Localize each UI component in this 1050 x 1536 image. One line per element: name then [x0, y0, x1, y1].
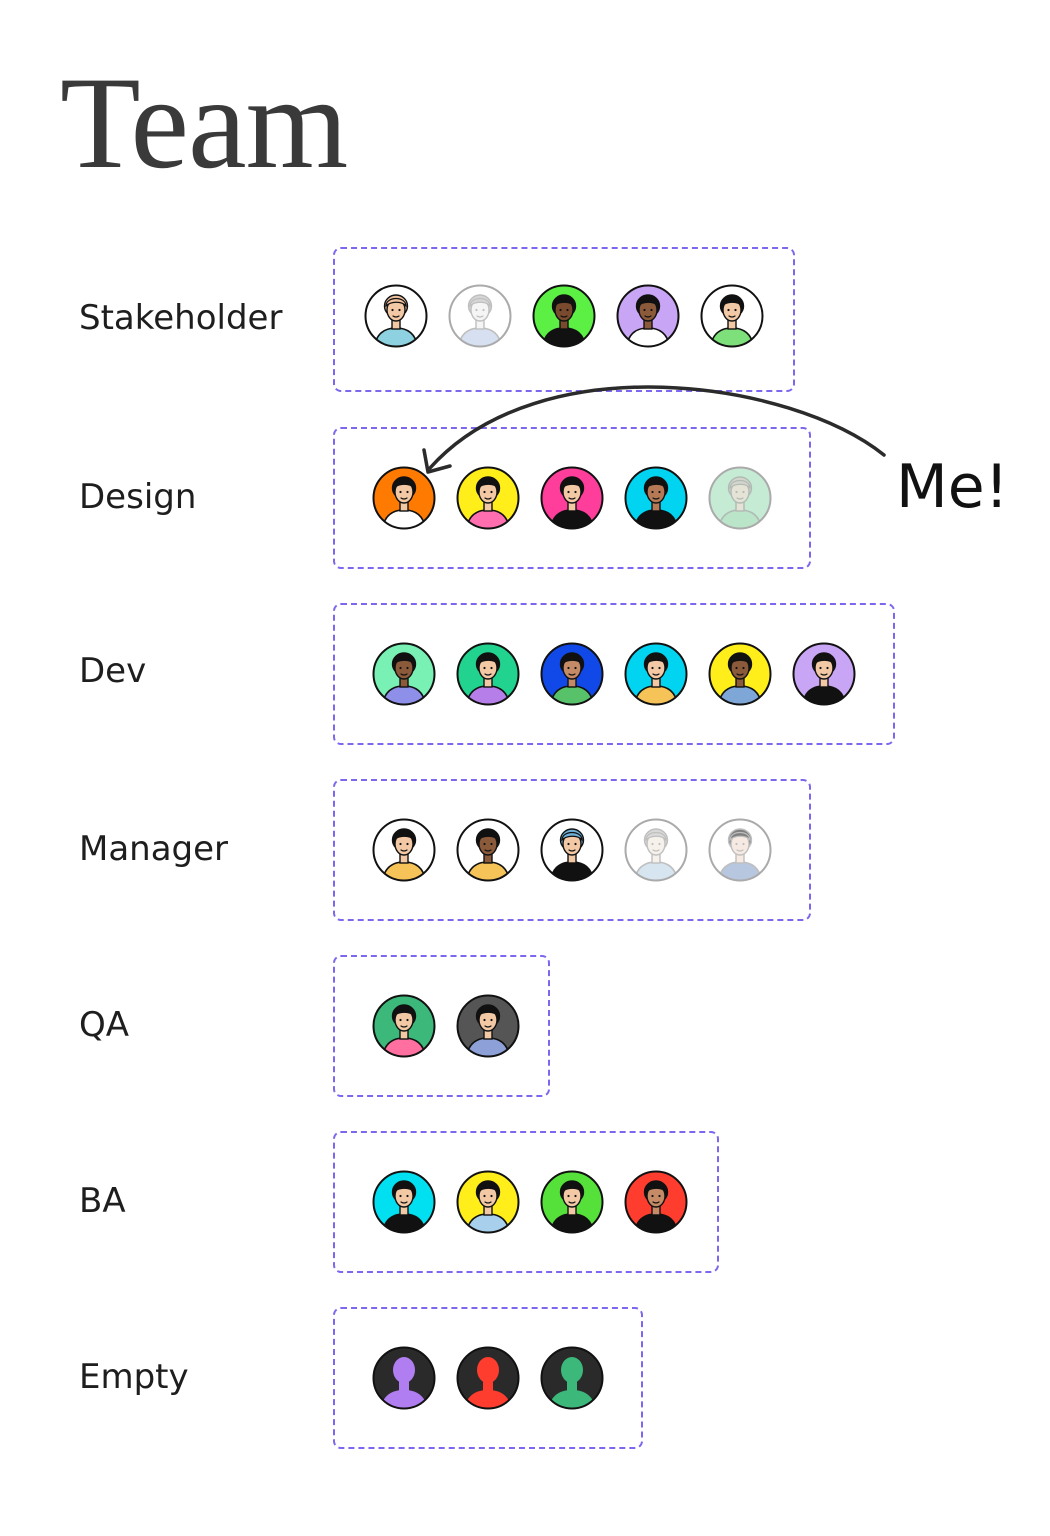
- person-avatar[interactable]: [540, 642, 604, 706]
- person-avatar[interactable]: [456, 1170, 520, 1234]
- silhouette-avatar[interactable]: [372, 1346, 436, 1410]
- person-avatar[interactable]: [708, 466, 772, 530]
- person-avatar[interactable]: [540, 818, 604, 882]
- person-avatar[interactable]: [624, 642, 688, 706]
- group-box-empty: [333, 1307, 643, 1449]
- person-avatar[interactable]: [624, 1170, 688, 1234]
- person-avatar[interactable]: [456, 466, 520, 530]
- person-avatar[interactable]: [540, 1170, 604, 1234]
- person-avatar[interactable]: [792, 642, 856, 706]
- person-avatar[interactable]: [708, 642, 772, 706]
- person-avatar[interactable]: [624, 466, 688, 530]
- person-avatar[interactable]: [540, 466, 604, 530]
- me-annotation: Me!: [896, 452, 1009, 522]
- page-title: Team: [60, 49, 348, 196]
- person-avatar[interactable]: [364, 284, 428, 348]
- group-box-qa: [333, 955, 550, 1097]
- person-avatar[interactable]: [372, 466, 436, 530]
- person-avatar[interactable]: [700, 284, 764, 348]
- group-box-ba: [333, 1131, 719, 1273]
- group-box-manager: [333, 779, 811, 921]
- group-label-design: Design: [79, 477, 197, 517]
- silhouette-avatar[interactable]: [456, 1346, 520, 1410]
- group-label-qa: QA: [79, 1005, 130, 1045]
- person-avatar[interactable]: [372, 818, 436, 882]
- person-avatar[interactable]: [456, 818, 520, 882]
- person-avatar[interactable]: [448, 284, 512, 348]
- group-box-dev: [333, 603, 895, 745]
- silhouette-avatar[interactable]: [540, 1346, 604, 1410]
- person-avatar[interactable]: [372, 642, 436, 706]
- group-label-ba: BA: [79, 1181, 126, 1221]
- person-avatar[interactable]: [372, 1170, 436, 1234]
- group-label-stakeholder: Stakeholder: [79, 298, 283, 338]
- person-avatar[interactable]: [456, 994, 520, 1058]
- person-avatar[interactable]: [624, 818, 688, 882]
- person-avatar[interactable]: [532, 284, 596, 348]
- group-label-dev: Dev: [79, 651, 147, 691]
- person-avatar[interactable]: [616, 284, 680, 348]
- group-label-manager: Manager: [79, 829, 229, 869]
- group-label-empty: Empty: [79, 1357, 189, 1397]
- person-avatar[interactable]: [372, 994, 436, 1058]
- person-avatar[interactable]: [708, 818, 772, 882]
- person-avatar[interactable]: [456, 642, 520, 706]
